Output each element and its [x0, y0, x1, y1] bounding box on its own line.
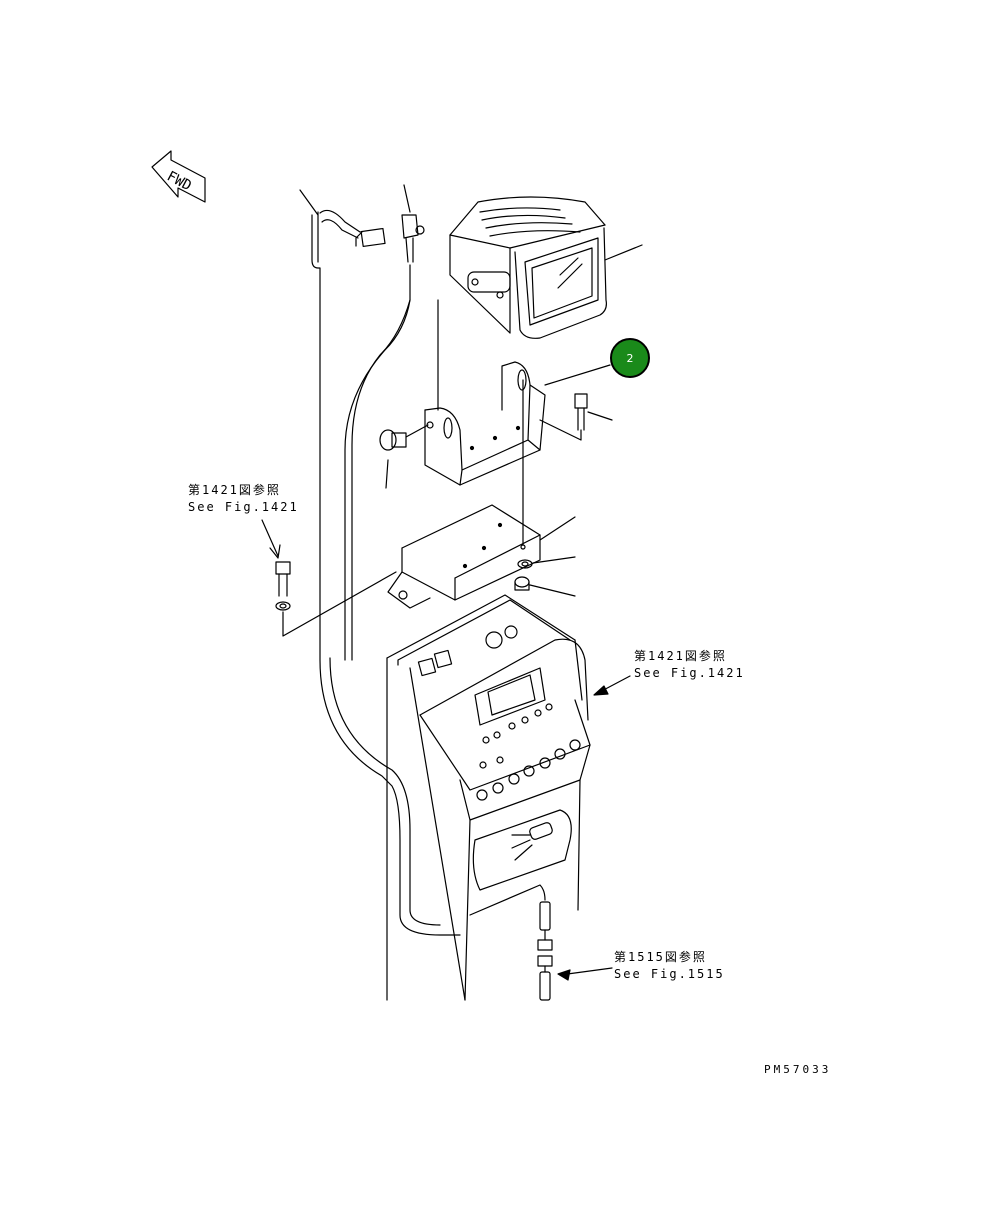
control-console	[386, 594, 591, 1001]
part-callout-2[interactable]: 2	[610, 338, 650, 378]
reference-en: See Fig.1421	[188, 500, 299, 514]
base-plate	[387, 504, 576, 609]
left-bolt	[261, 519, 397, 637]
bottom-connector	[537, 901, 613, 1001]
figure-id: PM57033	[764, 1063, 832, 1076]
monitor-unit	[449, 196, 643, 339]
reference-label-connector: 第1515図参照 See Fig.1515	[614, 949, 725, 983]
mounting-bracket	[424, 299, 611, 546]
fwd-label: FWD	[164, 168, 194, 194]
reference-jp: 第1421図参照	[634, 649, 727, 663]
reference-en: See Fig.1515	[614, 967, 725, 981]
reference-jp: 第1515図参照	[614, 950, 707, 964]
reference-label-top-left: 第1421図参照 See Fig.1421	[188, 482, 299, 516]
bolt	[539, 393, 613, 441]
adjusting-knob	[379, 424, 429, 489]
wiring-harness	[299, 184, 461, 936]
reference-jp: 第1421図参照	[188, 483, 281, 497]
reference-en: See Fig.1421	[634, 666, 745, 680]
reference-label-console: 第1421図参照 See Fig.1421	[634, 648, 745, 682]
console-leader	[593, 675, 631, 696]
fwd-arrow-icon: FWD	[151, 150, 206, 203]
washer-and-nut	[514, 556, 576, 597]
